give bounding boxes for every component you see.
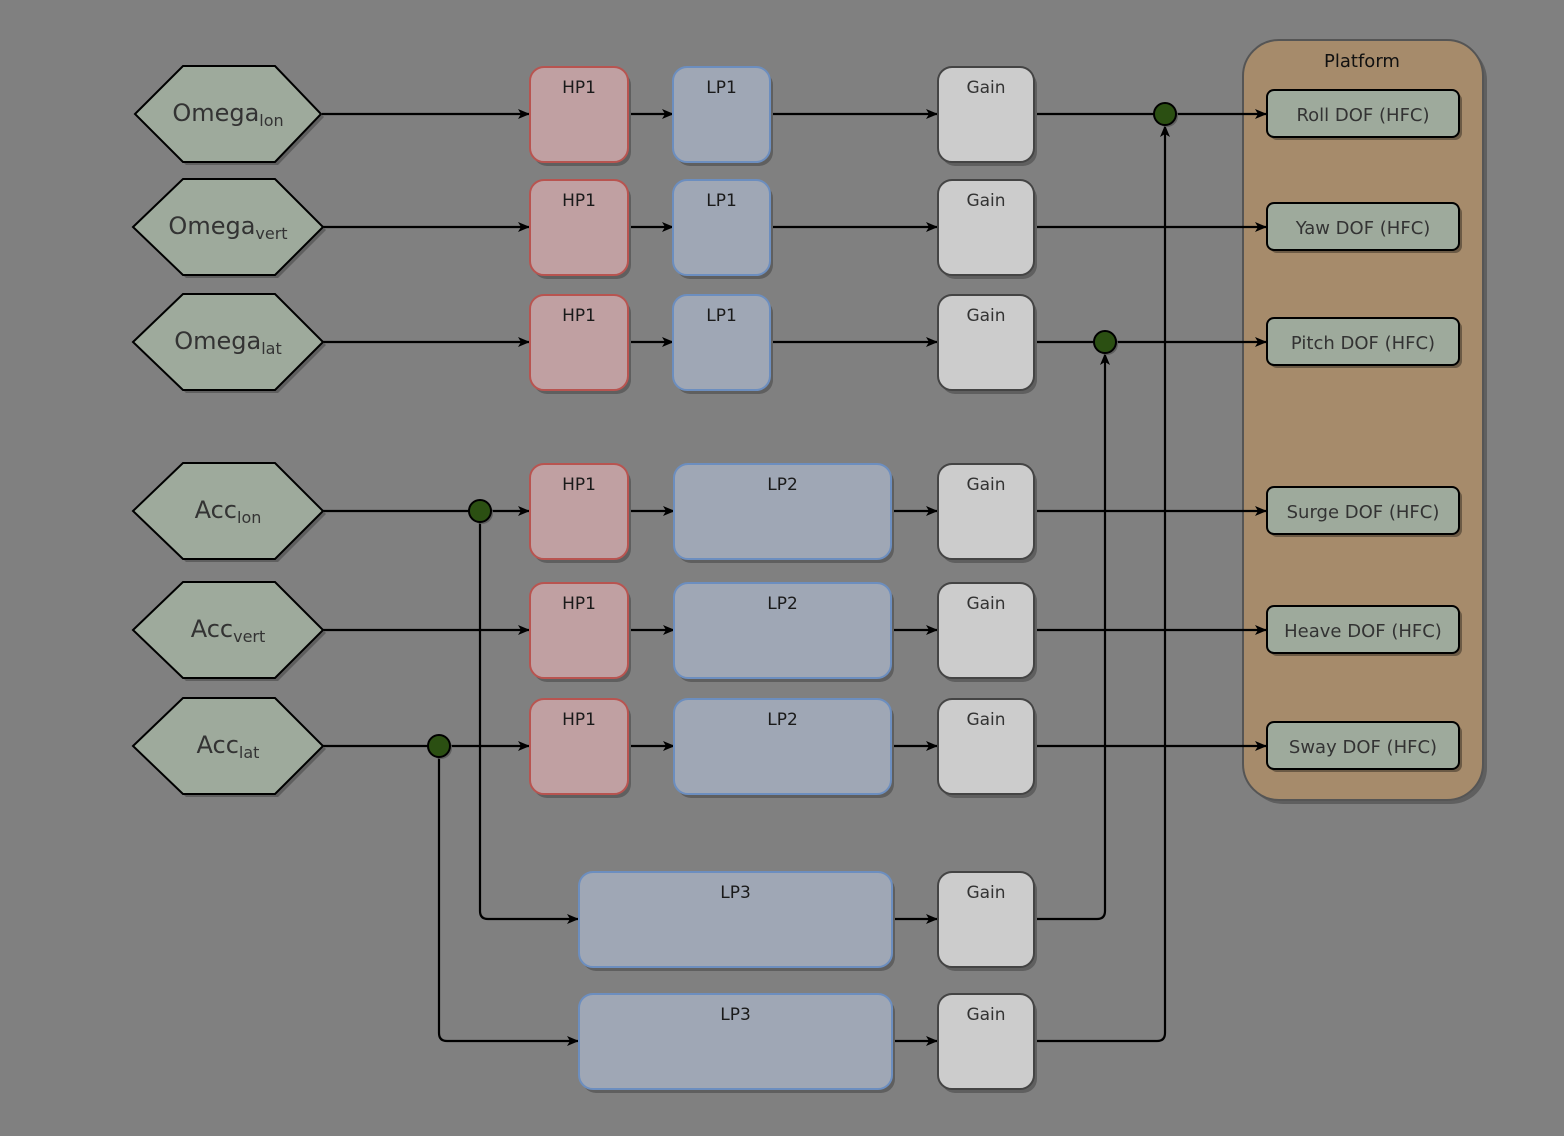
hp-block-label: HP1 bbox=[562, 78, 596, 98]
input-label: Omegalon bbox=[172, 99, 283, 130]
gain-block[interactable]: Gain bbox=[937, 179, 1037, 279]
gain-block[interactable]: Gain bbox=[937, 582, 1037, 682]
wire-acclat-branch bbox=[437, 746, 448, 1043]
lp3-block[interactable]: LP3 bbox=[578, 993, 895, 1093]
gain-block-label: Gain bbox=[966, 191, 1005, 211]
junction-dot bbox=[427, 734, 451, 758]
hp-block-label: HP1 bbox=[562, 475, 596, 495]
wire-gain-to-pitch bbox=[1034, 910, 1107, 921]
lp1-block[interactable]: LP1 bbox=[672, 66, 773, 166]
input-omega-lon[interactable]: Omegalon bbox=[133, 65, 324, 165]
input-label: Omegavert bbox=[168, 212, 287, 243]
hp-block-label: HP1 bbox=[562, 594, 596, 614]
dof-roll[interactable]: Roll DOF (HFC) bbox=[1266, 89, 1462, 140]
input-hexagon bbox=[131, 293, 325, 391]
gain-block[interactable]: Gain bbox=[937, 871, 1037, 971]
input-label: Acclon bbox=[195, 496, 262, 527]
junction-dot bbox=[1093, 330, 1117, 354]
lp2-block-label: LP2 bbox=[767, 594, 798, 614]
hp-block[interactable]: HP1 bbox=[529, 698, 631, 798]
hp-block-label: HP1 bbox=[562, 306, 596, 326]
gain-block-label: Gain bbox=[966, 594, 1005, 614]
dof-yaw[interactable]: Yaw DOF (HFC) bbox=[1266, 202, 1462, 253]
lp1-block-label: LP1 bbox=[706, 78, 737, 98]
lp2-block[interactable]: LP2 bbox=[673, 463, 894, 563]
input-omega-lat[interactable]: Omegalat bbox=[131, 293, 326, 393]
hp-block[interactable]: HP1 bbox=[529, 582, 631, 682]
hp-block[interactable]: HP1 bbox=[529, 463, 631, 563]
input-label: Accvert bbox=[191, 615, 266, 646]
lp3-block[interactable]: LP3 bbox=[578, 871, 895, 971]
lp2-block[interactable]: LP2 bbox=[673, 582, 894, 682]
wire-acclon-branch bbox=[478, 511, 489, 921]
gain-block-label: Gain bbox=[966, 883, 1005, 903]
lp2-block-label: LP2 bbox=[767, 475, 798, 495]
dof-label: Sway DOF (HFC) bbox=[1289, 737, 1437, 758]
lp1-block-label: LP1 bbox=[706, 306, 737, 326]
input-acc-vert[interactable]: Accvert bbox=[131, 581, 326, 681]
dof-label: Roll DOF (HFC) bbox=[1296, 105, 1429, 126]
gain-block-label: Gain bbox=[966, 306, 1005, 326]
junction-dot bbox=[1153, 102, 1177, 126]
input-hexagon bbox=[131, 462, 325, 560]
gain-block[interactable]: Gain bbox=[937, 66, 1037, 166]
blocks: OmegalonOmegavertOmegalatAcclonAccvertAc… bbox=[131, 65, 1462, 1093]
dof-label: Surge DOF (HFC) bbox=[1287, 502, 1440, 523]
input-acc-lon[interactable]: Acclon bbox=[131, 462, 326, 562]
dof-label: Heave DOF (HFC) bbox=[1284, 621, 1442, 642]
lp1-block[interactable]: LP1 bbox=[672, 294, 773, 394]
wires bbox=[322, 109, 1267, 1046]
hp-block-label: HP1 bbox=[562, 710, 596, 730]
gain-block[interactable]: Gain bbox=[937, 993, 1037, 1093]
input-acc-lat[interactable]: Acclat bbox=[131, 697, 326, 797]
hp-block[interactable]: HP1 bbox=[529, 294, 631, 394]
lp1-block-label: LP1 bbox=[706, 191, 737, 211]
gain-block-label: Gain bbox=[966, 710, 1005, 730]
input-label: Omegalat bbox=[174, 327, 282, 358]
gain-block-label: Gain bbox=[966, 475, 1005, 495]
platform-container: Platform bbox=[1242, 39, 1487, 804]
hp-block-label: HP1 bbox=[562, 191, 596, 211]
dof-pitch[interactable]: Pitch DOF (HFC) bbox=[1266, 317, 1462, 368]
input-hexagon bbox=[131, 581, 325, 679]
gain-block-label: Gain bbox=[966, 78, 1005, 98]
gain-block-label: Gain bbox=[966, 1005, 1005, 1025]
gain-block[interactable]: Gain bbox=[937, 294, 1037, 394]
wire-gain-to-roll bbox=[1034, 1032, 1167, 1043]
junctions bbox=[427, 102, 1178, 759]
hp-block[interactable]: HP1 bbox=[529, 66, 631, 166]
input-omega-vert[interactable]: Omegavert bbox=[131, 178, 326, 278]
dof-label: Yaw DOF (HFC) bbox=[1295, 218, 1431, 239]
input-label: Acclat bbox=[197, 731, 260, 762]
lp3-block-label: LP3 bbox=[720, 1005, 751, 1025]
dof-label: Pitch DOF (HFC) bbox=[1291, 333, 1435, 354]
platform-title: Platform bbox=[1324, 51, 1400, 72]
gain-block[interactable]: Gain bbox=[937, 698, 1037, 798]
hp-block[interactable]: HP1 bbox=[529, 179, 631, 279]
junction-dot bbox=[468, 499, 492, 523]
lp3-block-label: LP3 bbox=[720, 883, 751, 903]
lp2-block-label: LP2 bbox=[767, 710, 798, 730]
input-hexagon bbox=[133, 65, 323, 163]
dof-sway[interactable]: Sway DOF (HFC) bbox=[1266, 721, 1462, 772]
lp1-block[interactable]: LP1 bbox=[672, 179, 773, 279]
dof-heave[interactable]: Heave DOF (HFC) bbox=[1266, 605, 1462, 656]
input-hexagon bbox=[131, 178, 325, 276]
gain-block[interactable]: Gain bbox=[937, 463, 1037, 563]
input-hexagon bbox=[131, 697, 325, 795]
lp2-block[interactable]: LP2 bbox=[673, 698, 894, 798]
dof-surge[interactable]: Surge DOF (HFC) bbox=[1266, 486, 1462, 537]
